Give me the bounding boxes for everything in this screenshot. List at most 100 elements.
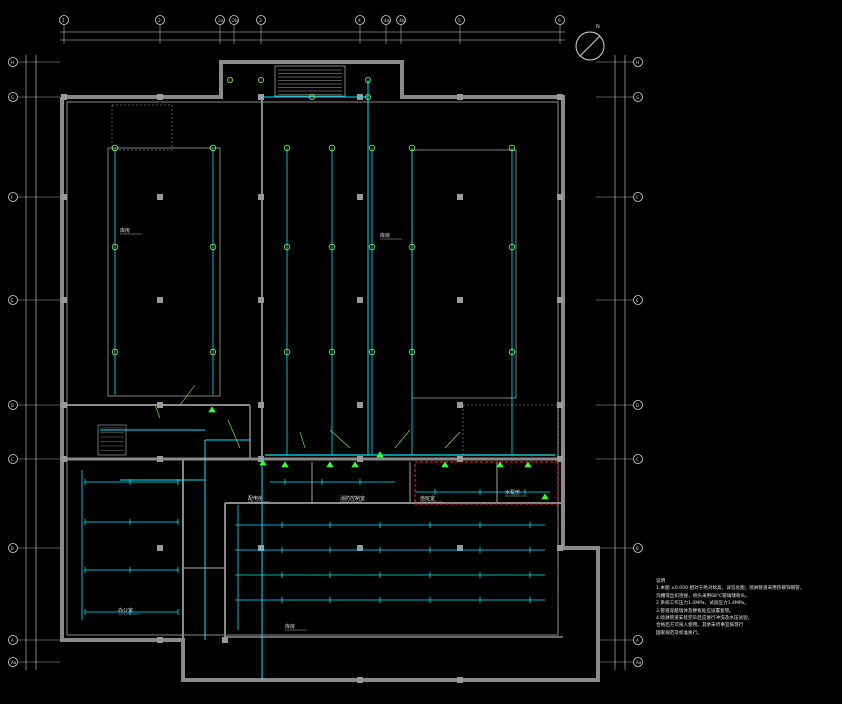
grid-label-top: 3 bbox=[259, 18, 262, 24]
sprinkler-head bbox=[408, 144, 416, 152]
staircase-outline bbox=[274, 65, 346, 97]
grid-label-right: D bbox=[636, 403, 639, 408]
grid-label-left: H bbox=[11, 60, 14, 65]
grid-bubble-left bbox=[8, 295, 18, 305]
notes-heading: 说明 bbox=[656, 579, 666, 584]
grid-bubble-top bbox=[155, 15, 165, 25]
valve-icon bbox=[208, 406, 216, 413]
design-notes: 说明 1.本图 ±0.000 相对于绝对标高，详见总图；喷淋管道采用热镀锌钢管，… bbox=[656, 578, 838, 637]
structural-column bbox=[457, 297, 463, 303]
sprinkler-head bbox=[226, 77, 233, 84]
structural-column bbox=[258, 456, 264, 462]
room-center-large-label: 库房 bbox=[380, 232, 390, 239]
grid-label-right: H bbox=[636, 60, 639, 65]
grid-bubble-right bbox=[633, 192, 643, 202]
grid-bubble-top bbox=[396, 15, 406, 25]
sprinkler-head bbox=[328, 144, 336, 152]
structural-column bbox=[258, 402, 264, 408]
notes-line: 2.系统工作压力1.0MPa，试验压力1.4MPa。 bbox=[656, 601, 749, 607]
equipment-dashed-box-right bbox=[462, 404, 559, 456]
grid-bubble-top bbox=[229, 15, 239, 25]
grid-label-top: 2 bbox=[158, 18, 161, 24]
sprinkler-head bbox=[508, 348, 516, 356]
equipment-dashed-box bbox=[111, 104, 173, 151]
sprinkler-head bbox=[328, 243, 336, 251]
sprinkler-head bbox=[408, 243, 416, 251]
structural-column bbox=[157, 94, 163, 100]
annotation-leader bbox=[394, 429, 411, 449]
annotation-leader bbox=[179, 384, 196, 406]
grid-bubble-right bbox=[633, 295, 643, 305]
grid-label-right: Aa bbox=[636, 660, 642, 665]
grid-bubble-left bbox=[8, 192, 18, 202]
sprinkler-head bbox=[283, 348, 291, 356]
structural-column bbox=[457, 545, 463, 551]
grid-bubble-right bbox=[633, 543, 643, 553]
structural-column bbox=[457, 194, 463, 200]
annotation-leader bbox=[227, 419, 241, 449]
structural-column bbox=[357, 456, 363, 462]
alarm-valve-zone-boundary bbox=[414, 461, 559, 505]
sprinkler-head bbox=[283, 243, 291, 251]
room-left-large-label: 库房 bbox=[120, 227, 130, 234]
grid-bubble-left bbox=[8, 57, 18, 67]
structural-column bbox=[61, 402, 67, 408]
room-lower-mid-label: 库房 bbox=[285, 623, 295, 630]
structural-column bbox=[357, 297, 363, 303]
structural-column bbox=[457, 94, 463, 100]
valve-icon bbox=[351, 461, 359, 468]
valve-icon bbox=[524, 461, 532, 468]
valve-icon bbox=[326, 461, 334, 468]
valve-icon bbox=[441, 461, 449, 468]
structural-column bbox=[258, 194, 264, 200]
grid-label-left: D bbox=[11, 403, 14, 408]
structural-column bbox=[357, 402, 363, 408]
structural-column bbox=[357, 545, 363, 551]
sprinkler-head bbox=[209, 348, 217, 356]
valve-icon bbox=[259, 459, 267, 466]
grid-bubble-top bbox=[256, 15, 266, 25]
valve-icon bbox=[281, 461, 289, 468]
structural-column bbox=[258, 94, 264, 100]
grid-bubble-left bbox=[8, 400, 18, 410]
grid-bubble-right bbox=[633, 57, 643, 67]
grid-bubble-top bbox=[355, 15, 365, 25]
stair-lower-left bbox=[97, 424, 127, 456]
grid-label-left: E bbox=[11, 298, 14, 303]
north-arrow-label: N bbox=[596, 24, 600, 30]
grid-label-top: 4a bbox=[384, 18, 390, 24]
sprinkler-head bbox=[209, 144, 217, 152]
rack-right bbox=[411, 149, 517, 399]
structural-column bbox=[61, 194, 67, 200]
structural-column bbox=[457, 402, 463, 408]
valve-icon bbox=[496, 461, 504, 468]
structural-column bbox=[457, 456, 463, 462]
sprinkler-head bbox=[408, 348, 416, 356]
structural-column bbox=[157, 402, 163, 408]
grid-bubble-left bbox=[8, 657, 18, 667]
structural-column bbox=[157, 456, 163, 462]
room-small-1-label: 配电房 bbox=[248, 495, 263, 502]
grid-bubble-top bbox=[555, 15, 565, 25]
grid-bubble-right bbox=[633, 400, 643, 410]
grid-bubble-top bbox=[215, 15, 225, 25]
grid-label-left: C bbox=[11, 457, 14, 462]
structural-column bbox=[557, 194, 563, 200]
grid-label-left: Aa bbox=[11, 660, 17, 665]
sprinkler-head bbox=[508, 144, 516, 152]
grid-label-left: F bbox=[11, 195, 14, 200]
sprinkler-head bbox=[209, 243, 217, 251]
grid-bubble-right bbox=[633, 454, 643, 464]
room-small-4-label: 水泵房 bbox=[505, 489, 520, 496]
grid-label-right: F bbox=[636, 195, 639, 200]
grid-label-top: 1 bbox=[62, 18, 65, 24]
annotation-leader bbox=[154, 404, 161, 419]
sprinkler-head bbox=[508, 243, 516, 251]
grid-label-right: C bbox=[636, 457, 639, 462]
sprinkler-head bbox=[364, 94, 371, 101]
sprinkler-head bbox=[111, 243, 119, 251]
grid-label-top: 6 bbox=[558, 18, 561, 24]
structural-column bbox=[157, 297, 163, 303]
sprinkler-head bbox=[368, 348, 376, 356]
